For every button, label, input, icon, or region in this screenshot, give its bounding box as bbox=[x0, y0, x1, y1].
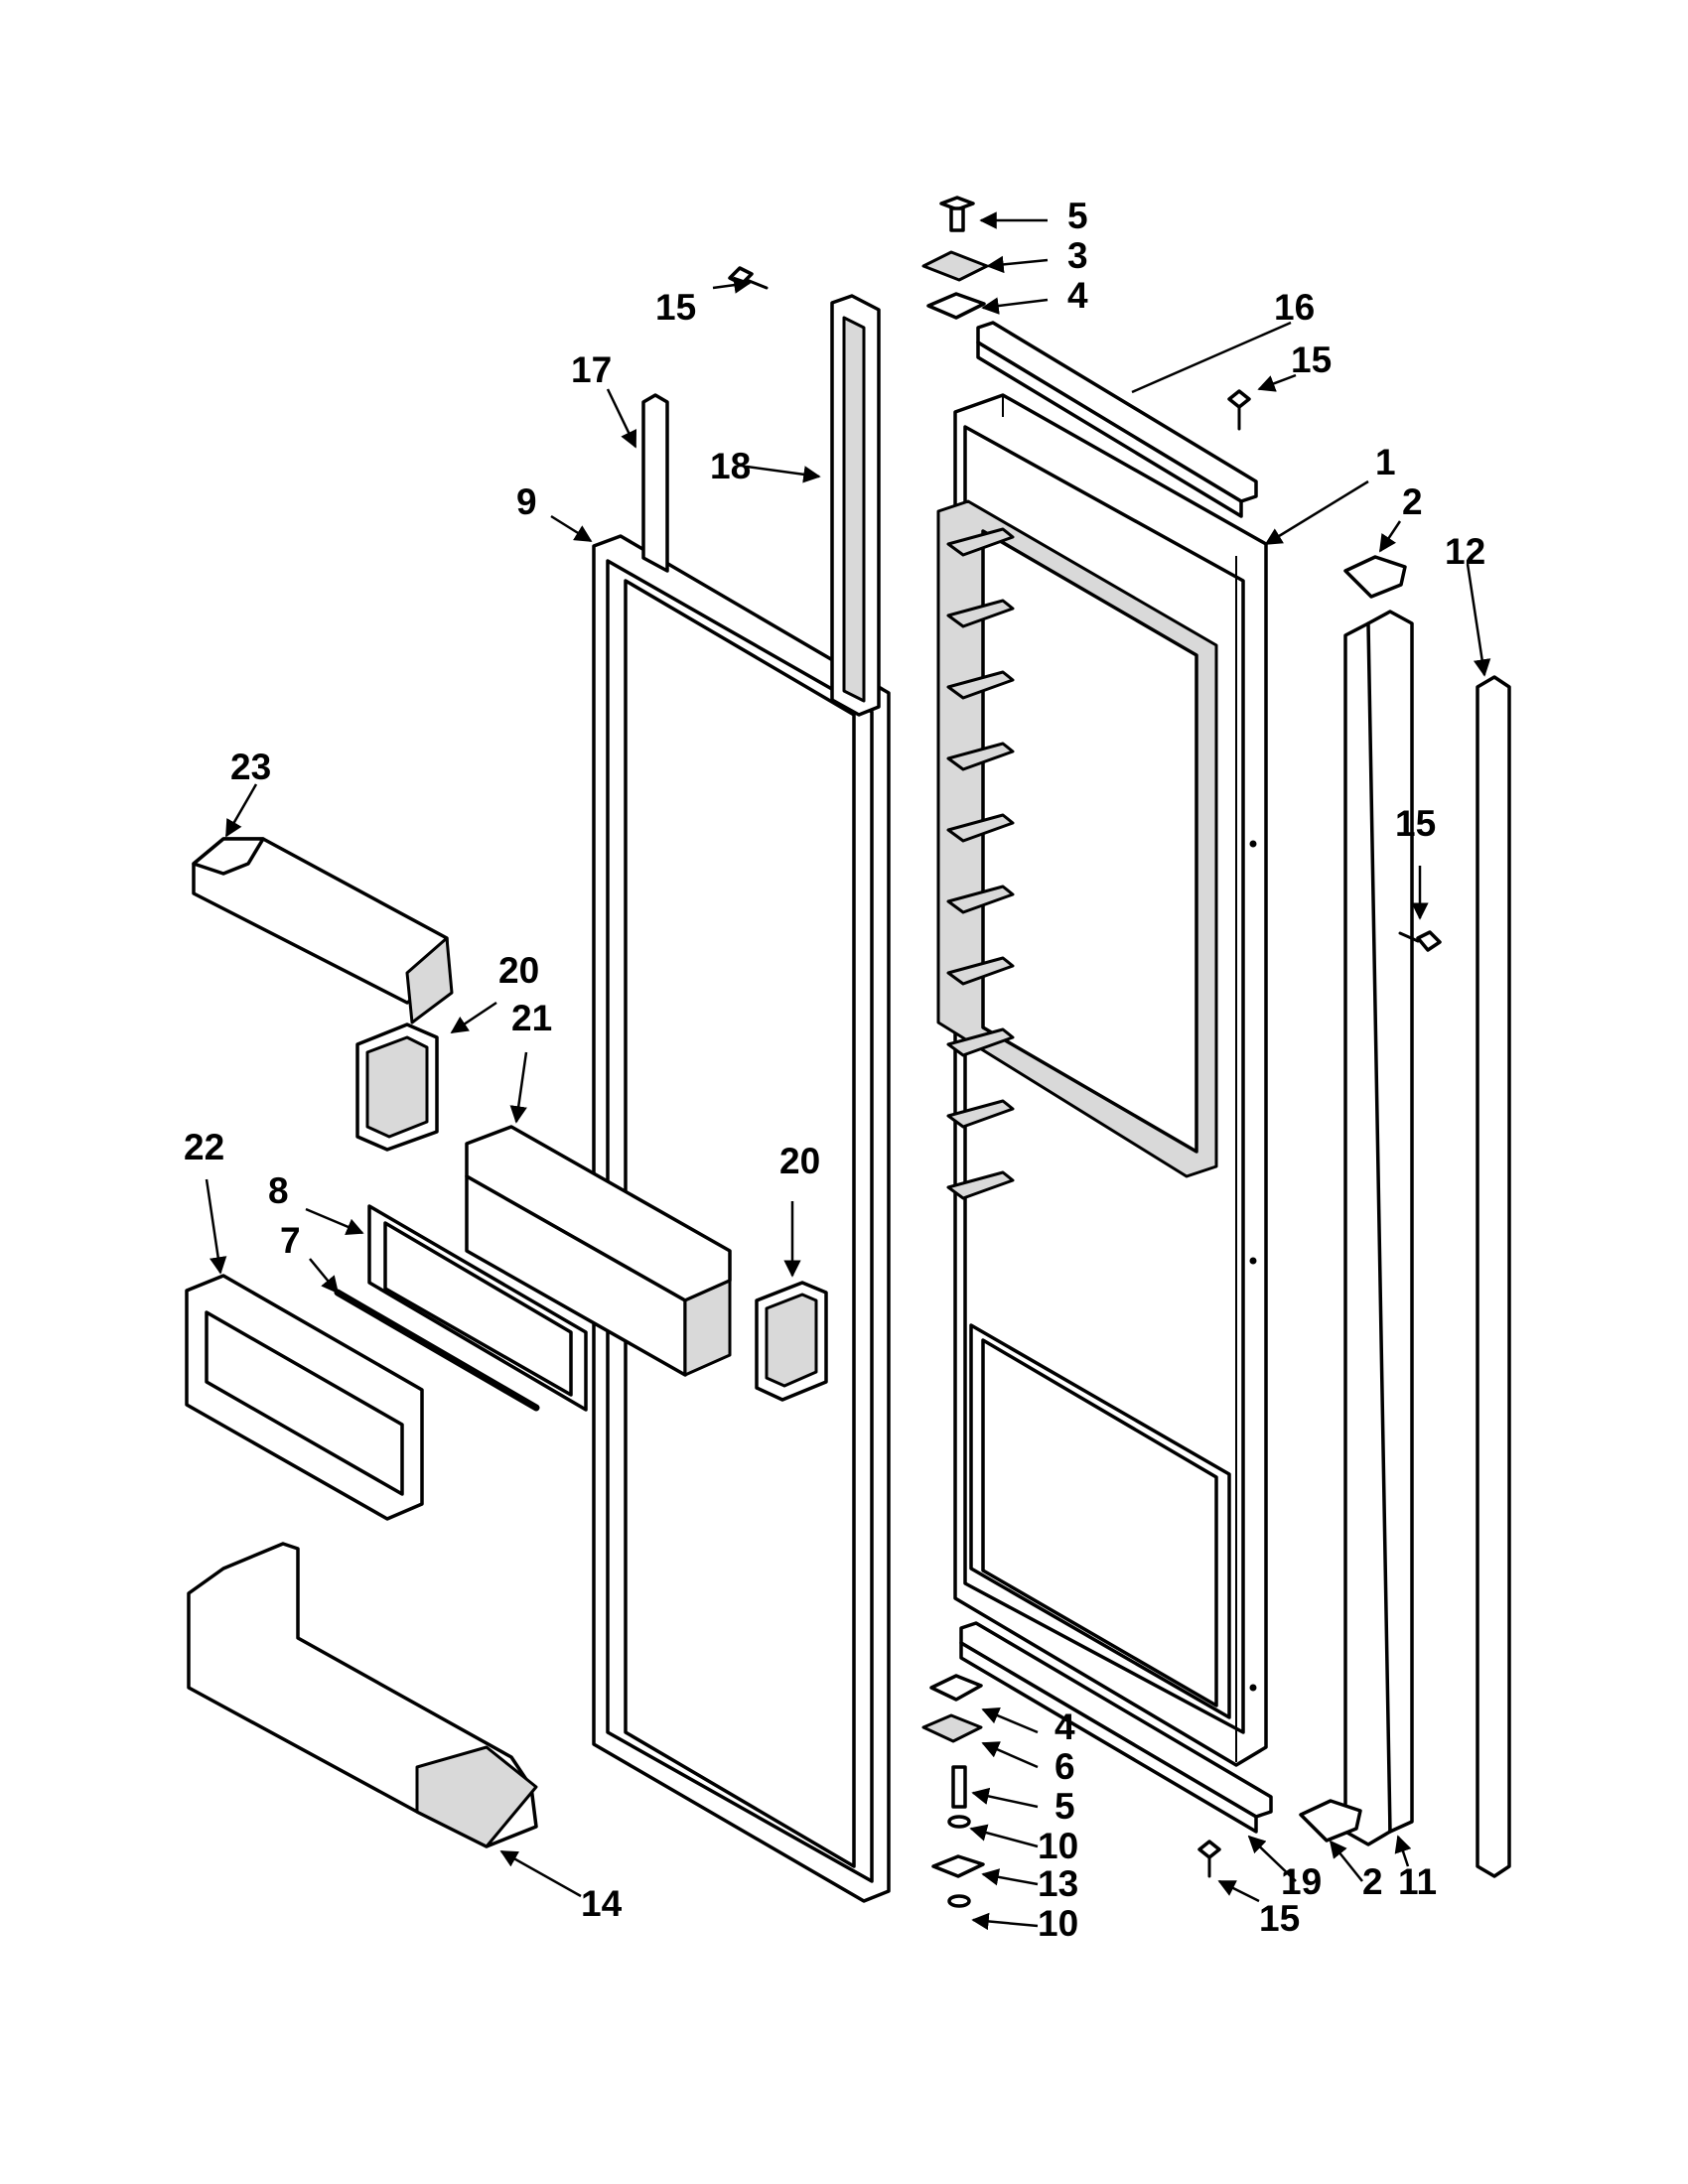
callout-2-lower: 2 bbox=[1362, 1861, 1383, 1902]
callout-6: 6 bbox=[1055, 1746, 1075, 1787]
lower-hinge-part bbox=[1299, 1799, 1362, 1843]
callout-15-top-right: 15 bbox=[1291, 340, 1332, 380]
leader-lines bbox=[205, 211, 1491, 1931]
callout-4-lower: 4 bbox=[1055, 1706, 1075, 1747]
callout-2-upper: 2 bbox=[1402, 481, 1423, 522]
dairy-door-part bbox=[185, 1274, 424, 1521]
callout-15-bottom: 15 bbox=[1259, 1898, 1300, 1939]
bottom-channel-part bbox=[959, 1621, 1273, 1834]
callout-labels: 1 2 3 4 5 6 7 8 9 10 11 12 13 14 15 16 1… bbox=[184, 196, 1485, 1944]
dairy-compartment-part bbox=[465, 1125, 732, 1377]
door-panel-part bbox=[592, 534, 891, 1903]
handle-cap-part bbox=[641, 393, 669, 573]
top-hinge-hardware bbox=[921, 196, 989, 320]
seal-strip-part bbox=[1476, 675, 1511, 1878]
callout-7: 7 bbox=[280, 1220, 301, 1261]
callout-19: 19 bbox=[1281, 1861, 1322, 1902]
bin-bracket-left-part bbox=[355, 1023, 439, 1152]
dairy-door-frame-part bbox=[367, 1204, 588, 1412]
handle-trim-part bbox=[830, 294, 881, 717]
bottom-hinge-hardware bbox=[921, 1674, 985, 1908]
door-liner-ledges bbox=[946, 527, 1015, 1200]
callout-13: 13 bbox=[1038, 1863, 1078, 1904]
door-liner-part bbox=[936, 393, 1268, 1767]
callout-21: 21 bbox=[511, 998, 552, 1038]
callout-15-top-left: 15 bbox=[655, 287, 696, 328]
callout-22: 22 bbox=[184, 1127, 224, 1167]
callout-12: 12 bbox=[1445, 531, 1485, 572]
lower-door-bin-part bbox=[187, 1542, 538, 1848]
callout-8: 8 bbox=[268, 1170, 289, 1211]
callout-4-upper: 4 bbox=[1067, 275, 1088, 316]
hinge-rod-part bbox=[334, 1289, 540, 1412]
callout-18: 18 bbox=[710, 446, 751, 486]
callout-11: 11 bbox=[1398, 1861, 1437, 1902]
callout-14: 14 bbox=[581, 1883, 623, 1924]
callout-20-right: 20 bbox=[779, 1141, 820, 1181]
hinge-cover-part bbox=[1343, 610, 1414, 1846]
callout-15-right: 15 bbox=[1395, 803, 1436, 844]
callout-16: 16 bbox=[1274, 287, 1315, 328]
callout-10-upper: 10 bbox=[1038, 1826, 1078, 1866]
callout-10-lower: 10 bbox=[1038, 1903, 1078, 1944]
callout-5-upper: 5 bbox=[1067, 196, 1088, 236]
callout-5-lower: 5 bbox=[1055, 1786, 1075, 1827]
callout-3: 3 bbox=[1067, 235, 1088, 276]
top-channel-part bbox=[976, 321, 1258, 518]
upper-door-bin-part bbox=[192, 837, 454, 1024]
bin-bracket-right-part bbox=[755, 1281, 828, 1402]
callout-1: 1 bbox=[1375, 442, 1396, 482]
callout-20-left: 20 bbox=[498, 950, 539, 991]
callout-23: 23 bbox=[230, 747, 271, 787]
callout-17: 17 bbox=[571, 349, 612, 390]
callout-9: 9 bbox=[516, 481, 537, 522]
upper-hinge-part bbox=[1343, 555, 1407, 599]
